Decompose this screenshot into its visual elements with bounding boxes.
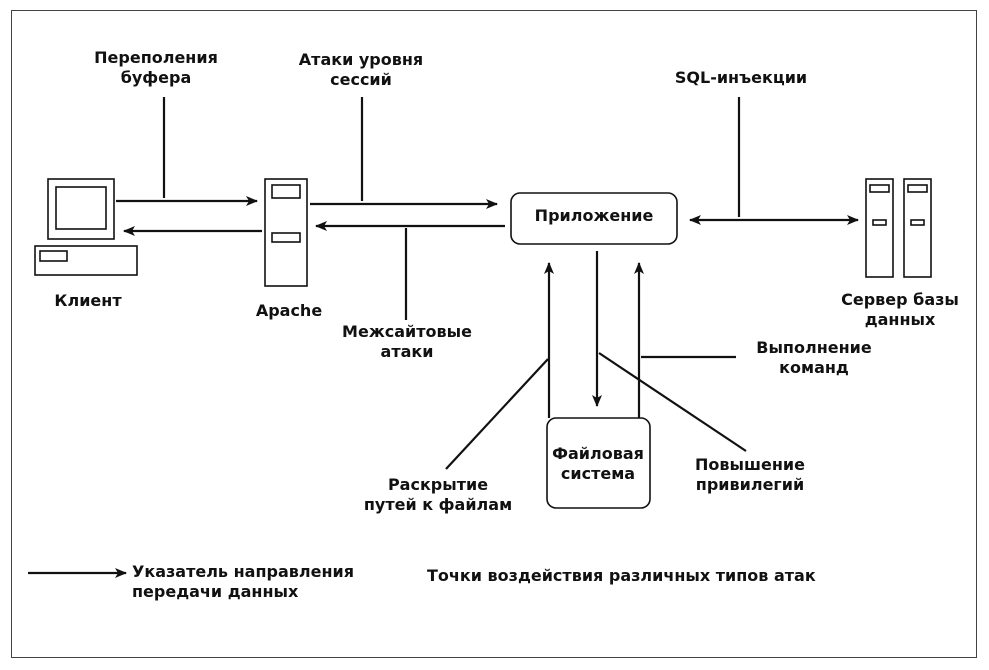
sql-injection-label: SQL-инъекции <box>674 68 808 87</box>
path-disclosure-line1: Раскрытие <box>387 475 489 494</box>
path-disclosure-label: Раскрытие путей к файлам <box>340 475 536 515</box>
application-box <box>510 192 678 245</box>
session-attacks-label: Атаки уровня сессий <box>276 50 446 90</box>
xss-line2: атаки <box>380 342 434 361</box>
db-server-label-line1: Сервер базы <box>841 290 959 309</box>
pointer-path-disclosure <box>445 358 549 470</box>
legend-arrow-label: Указатель направления передачи данных <box>132 562 402 602</box>
buffer-overflow-line2: буфера <box>120 68 192 87</box>
client-computer-icon <box>34 178 138 276</box>
privilege-escalation-label: Повышение привилегий <box>675 455 825 495</box>
legend-arrow-label-line1: Указатель направления <box>132 562 355 581</box>
application-label: Приложение <box>534 206 654 225</box>
apache-label: Apache <box>255 301 323 320</box>
pointer-privilege-escalation <box>598 352 747 452</box>
db-server-label: Сервер базы данных <box>820 290 980 330</box>
command-execution-line2: команд <box>779 358 849 377</box>
attack-pointer-lines <box>162 97 747 470</box>
path-disclosure-line2: путей к файлам <box>363 495 513 514</box>
buffer-overflow-line1: Переполения <box>94 48 218 67</box>
command-execution-label: Выполнение команд <box>738 338 890 378</box>
xss-line1: Межсайтовые <box>342 322 472 341</box>
xss-label: Межсайтовые атаки <box>322 322 492 362</box>
command-execution-line1: Выполнение <box>756 338 872 357</box>
database-server-icon <box>865 178 932 278</box>
session-attacks-line2: сессий <box>330 70 392 89</box>
file-system-box <box>546 417 651 509</box>
buffer-overflow-label: Переполения буфера <box>76 48 236 88</box>
db-server-label-line2: данных <box>864 310 936 329</box>
privilege-escalation-line2: привилегий <box>695 475 805 494</box>
apache-server-icon <box>264 178 308 287</box>
file-system-label: Файловая система <box>543 444 653 484</box>
legend-attack-points-label: Точки воздействия различных типов атак <box>427 566 816 585</box>
file-system-label-line2: система <box>560 464 636 483</box>
legend-arrow-label-line2: передачи данных <box>132 582 299 601</box>
privilege-escalation-line1: Повышение <box>695 455 805 474</box>
client-label: Клиент <box>54 291 122 310</box>
diagram-frame <box>11 10 977 658</box>
session-attacks-line1: Атаки уровня <box>298 50 424 69</box>
file-system-label-line1: Файловая <box>552 444 644 463</box>
